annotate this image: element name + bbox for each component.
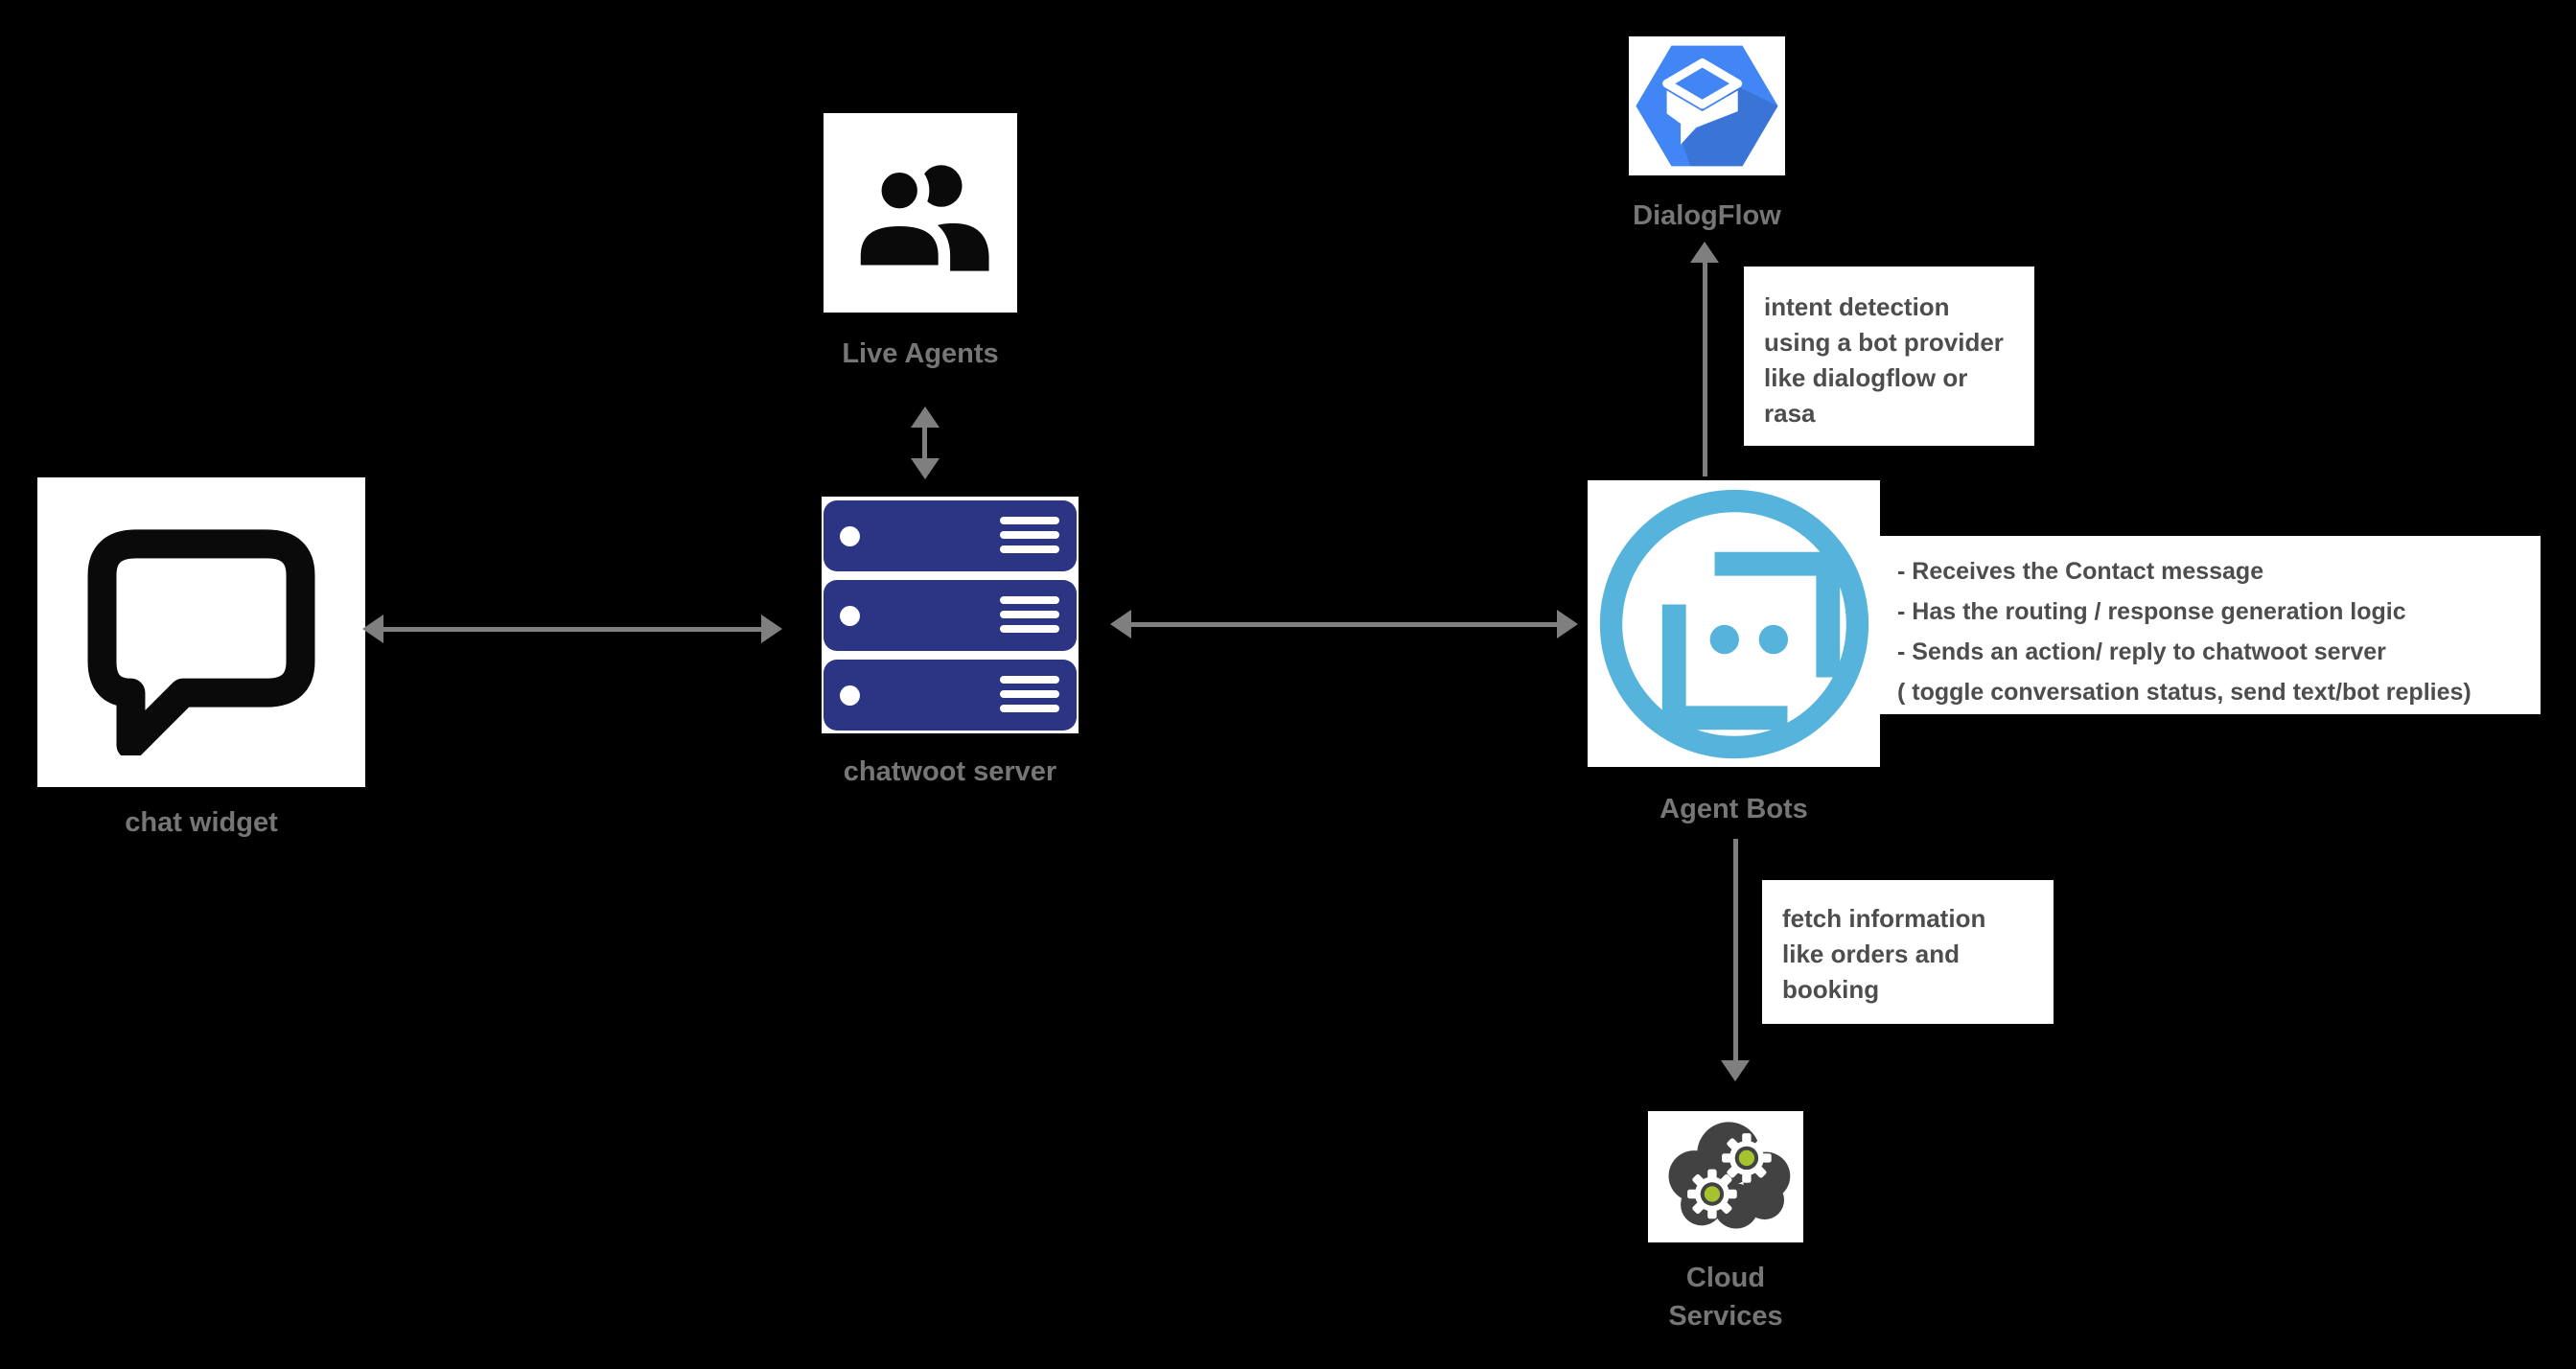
agent-bots-label: Agent Bots <box>1659 794 1808 824</box>
chatwoot-server-node <box>822 497 1079 733</box>
server-rack-icon <box>824 499 1077 731</box>
server-unit <box>824 499 1077 571</box>
live-agents-label: Live Agents <box>842 338 999 369</box>
chat-widget-node <box>37 477 365 787</box>
live-agents-node <box>824 113 1017 313</box>
dialogflow-node <box>1629 36 1785 175</box>
fetch-information-note: fetch information like orders and bookin… <box>1762 880 2054 1024</box>
server-unit <box>824 579 1077 651</box>
agent-bots-node <box>1588 480 1880 767</box>
agent-bots-details-note: - Receives the Contact message - Has the… <box>1880 536 2541 714</box>
server-unit <box>824 659 1077 731</box>
intent-detection-note: intent detection using a bot provider li… <box>1744 267 2034 446</box>
cloud-services-label: Cloud Services <box>1668 1263 1783 1332</box>
gear-icon <box>1687 1169 1737 1219</box>
gear-icon <box>1722 1133 1772 1183</box>
dialogflow-hexagon-icon <box>1636 45 1778 167</box>
cloud-gears-icon <box>1668 1122 1791 1229</box>
fetch-information-text: fetch information like orders and bookin… <box>1782 904 1986 1004</box>
chat-bubble-icon <box>87 528 315 755</box>
cloud-services-node <box>1648 1111 1803 1242</box>
chat-widget-label: chat widget <box>125 807 278 838</box>
dialogflow-label: DialogFlow <box>1633 200 1781 231</box>
chatwoot-server-label: chatwoot server <box>843 756 1057 787</box>
intent-detection-text: intent detection using a bot provider li… <box>1764 292 2004 428</box>
robot-face-icon <box>1599 489 1868 758</box>
people-icon <box>848 160 989 277</box>
agent-bots-details-text: - Receives the Contact message - Has the… <box>1897 558 2472 706</box>
